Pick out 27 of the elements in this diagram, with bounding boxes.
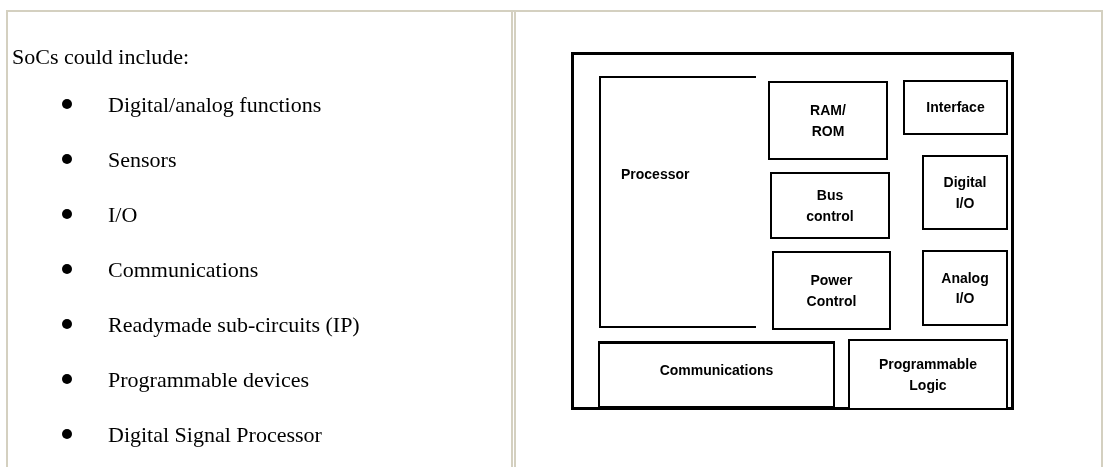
component-label: Bus control <box>806 186 854 226</box>
component-label: Processor <box>621 164 690 184</box>
component-label: Digital I/O <box>943 173 987 213</box>
component-box <box>598 341 835 408</box>
component-box <box>768 81 888 160</box>
component-label: Power Control <box>806 271 857 311</box>
component-box <box>772 251 891 330</box>
component-label: Programmable Logic <box>878 355 977 395</box>
component-label: Communications <box>659 361 774 380</box>
list-item: Readymade sub-circuits (IP) <box>108 311 360 339</box>
list-heading: SoCs could include: <box>12 43 190 71</box>
component-box <box>903 80 1008 135</box>
component-box <box>599 76 756 328</box>
component-label: Interface <box>926 98 985 118</box>
chip-outline <box>571 52 1014 410</box>
list-item: Communications <box>108 256 259 284</box>
component-box <box>848 339 1008 410</box>
component-label: Analog I/O <box>941 268 989 308</box>
list-item: Digital Signal Processor <box>108 421 322 449</box>
list-item: Programmable devices <box>108 366 309 394</box>
component-box <box>922 155 1008 230</box>
component-box <box>770 172 890 239</box>
component-label: RAM/ ROM <box>810 101 846 141</box>
list-item: Digital/analog functions <box>108 91 322 119</box>
component-box <box>922 250 1008 326</box>
list-item: I/O <box>108 201 138 229</box>
list-item: Sensors <box>108 146 177 174</box>
